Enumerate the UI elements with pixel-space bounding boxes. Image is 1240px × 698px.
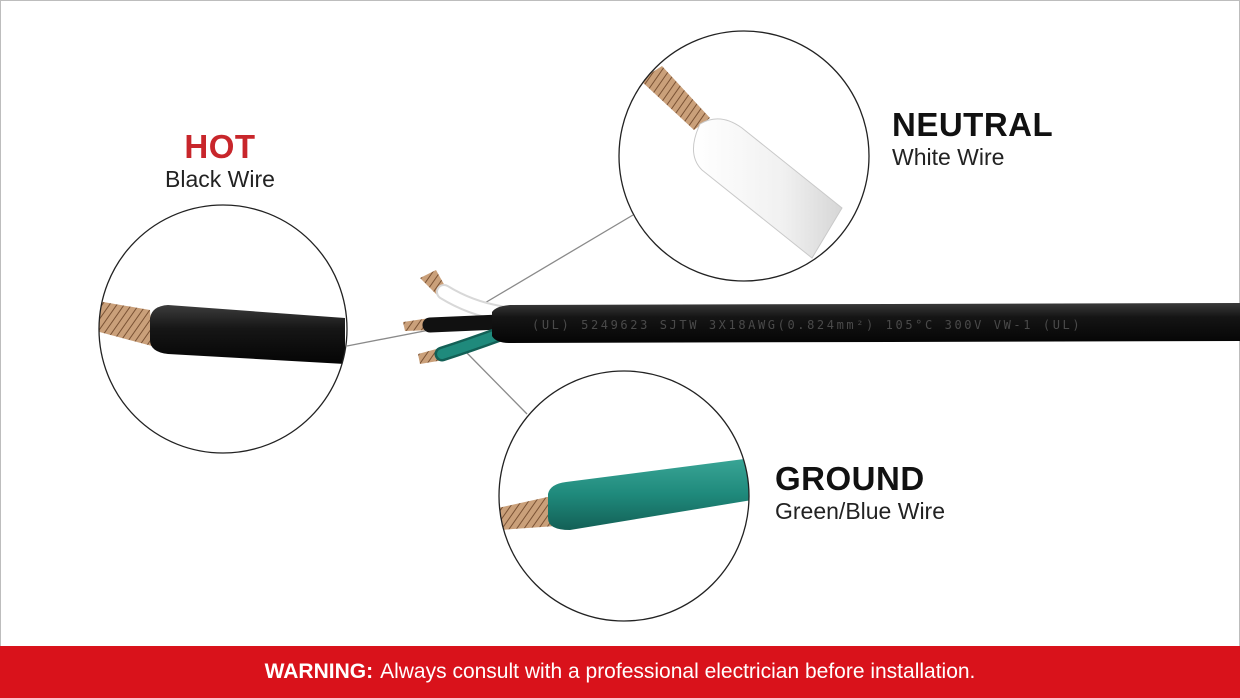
neutral-label: NEUTRAL White Wire <box>892 108 1053 169</box>
ground-label: GROUND Green/Blue Wire <box>775 462 945 523</box>
neutral-connector-line <box>477 214 634 308</box>
power-cable: (UL) 5249623 SJTW 3X18AWG(0.824mm²) 105°… <box>403 270 1240 364</box>
hot-label: HOT Black Wire <box>100 130 340 191</box>
warning-banner: WARNING: Always consult with a professio… <box>0 646 1240 698</box>
ground-connector-line <box>465 351 528 415</box>
ground-title: GROUND <box>775 460 925 497</box>
neutral-wire-closeup <box>618 30 870 282</box>
cable-jacket-print: (UL) 5249623 SJTW 3X18AWG(0.824mm²) 105°… <box>532 318 1082 332</box>
hot-title: HOT <box>184 128 256 165</box>
warning-label: WARNING: <box>264 660 374 683</box>
hot-wire-closeup <box>98 204 348 454</box>
hot-subtitle: Black Wire <box>165 166 275 192</box>
neutral-title: NEUTRAL <box>892 106 1054 143</box>
ground-subtitle: Green/Blue Wire <box>775 498 946 524</box>
warning-text: Always consult with a professional elect… <box>380 660 976 683</box>
ground-wire-closeup <box>498 370 750 622</box>
neutral-subtitle: White Wire <box>892 144 1005 170</box>
